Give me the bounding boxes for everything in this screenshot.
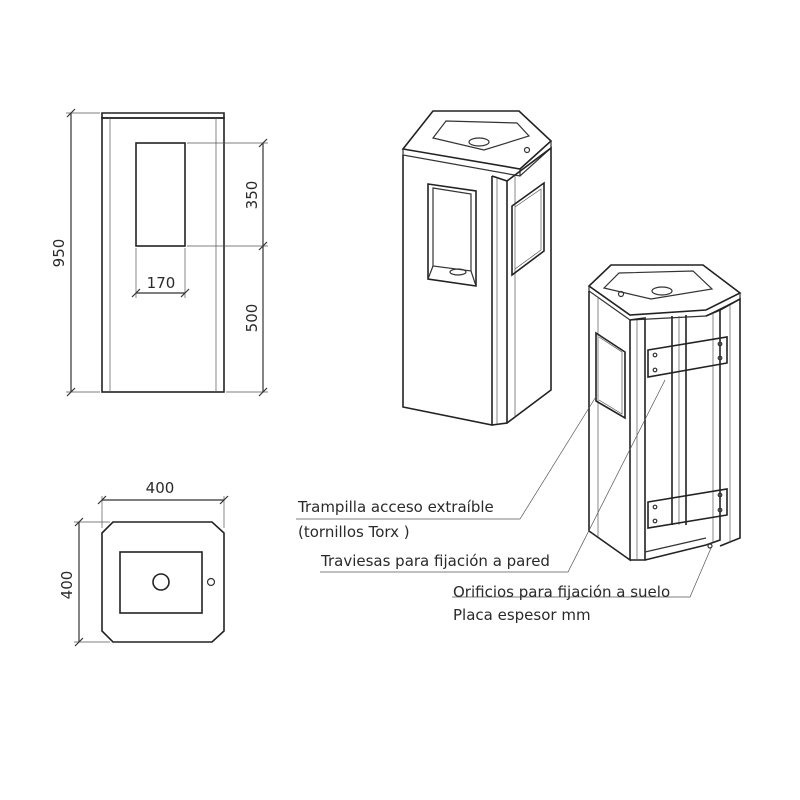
iso1-side-panel: [511, 181, 545, 277]
callout-plate: Placa espesor mm: [453, 606, 591, 624]
iso1-body-side: [506, 146, 552, 424]
isometric-front-view: [401, 110, 553, 426]
iso2-floor-hole: [707, 543, 713, 549]
dimension-950: 950: [50, 108, 100, 397]
plan-view-basin: [119, 551, 203, 614]
callout-crossbars: Traviesas para fijación a pared: [320, 552, 550, 570]
dim-label-400-depth: 400: [58, 571, 76, 600]
plan-view: [101, 521, 225, 643]
iso2-left-face: [588, 291, 631, 562]
dim-label-170: 170: [147, 274, 176, 292]
plan-view-outline: [101, 521, 225, 643]
dimension-400-depth: 400: [58, 517, 110, 647]
front-view-opening: [135, 142, 186, 247]
isometric-back-view: [587, 264, 742, 562]
plan-view-tap-hole: [206, 577, 216, 587]
front-elevation-view: [101, 112, 225, 393]
iso2-crossbar-top: [647, 336, 728, 378]
iso2-drain: [651, 286, 673, 296]
iso2-access-hatch: [595, 331, 626, 420]
iso1-drain: [468, 137, 490, 147]
dimension-170: 170: [131, 248, 190, 298]
iso1-top-cap: [401, 110, 553, 170]
dimension-350: 350: [187, 138, 268, 251]
dimension-400-width: 400: [97, 479, 229, 528]
callout-hatch-line2: (tornillos Torx ): [298, 523, 410, 541]
dim-label-400-width: 400: [146, 479, 175, 497]
callout-hatch-line1: Trampilla acceso extraíble: [297, 498, 494, 516]
dim-label-500: 500: [243, 304, 261, 333]
iso2-crossbar-bottom: [647, 488, 728, 529]
iso1-basin: [431, 120, 531, 151]
plan-view-drain: [152, 573, 170, 591]
dimension-500: 500: [226, 246, 268, 397]
callout-leaders: [296, 379, 712, 598]
callout-floor-holes: Orificios para fijación a suelo: [453, 583, 670, 601]
dim-label-350: 350: [243, 181, 261, 210]
iso2-basin: [602, 270, 714, 300]
iso1-body-front: [402, 155, 493, 426]
dim-label-950: 950: [50, 239, 68, 268]
front-view-body: [101, 117, 225, 393]
